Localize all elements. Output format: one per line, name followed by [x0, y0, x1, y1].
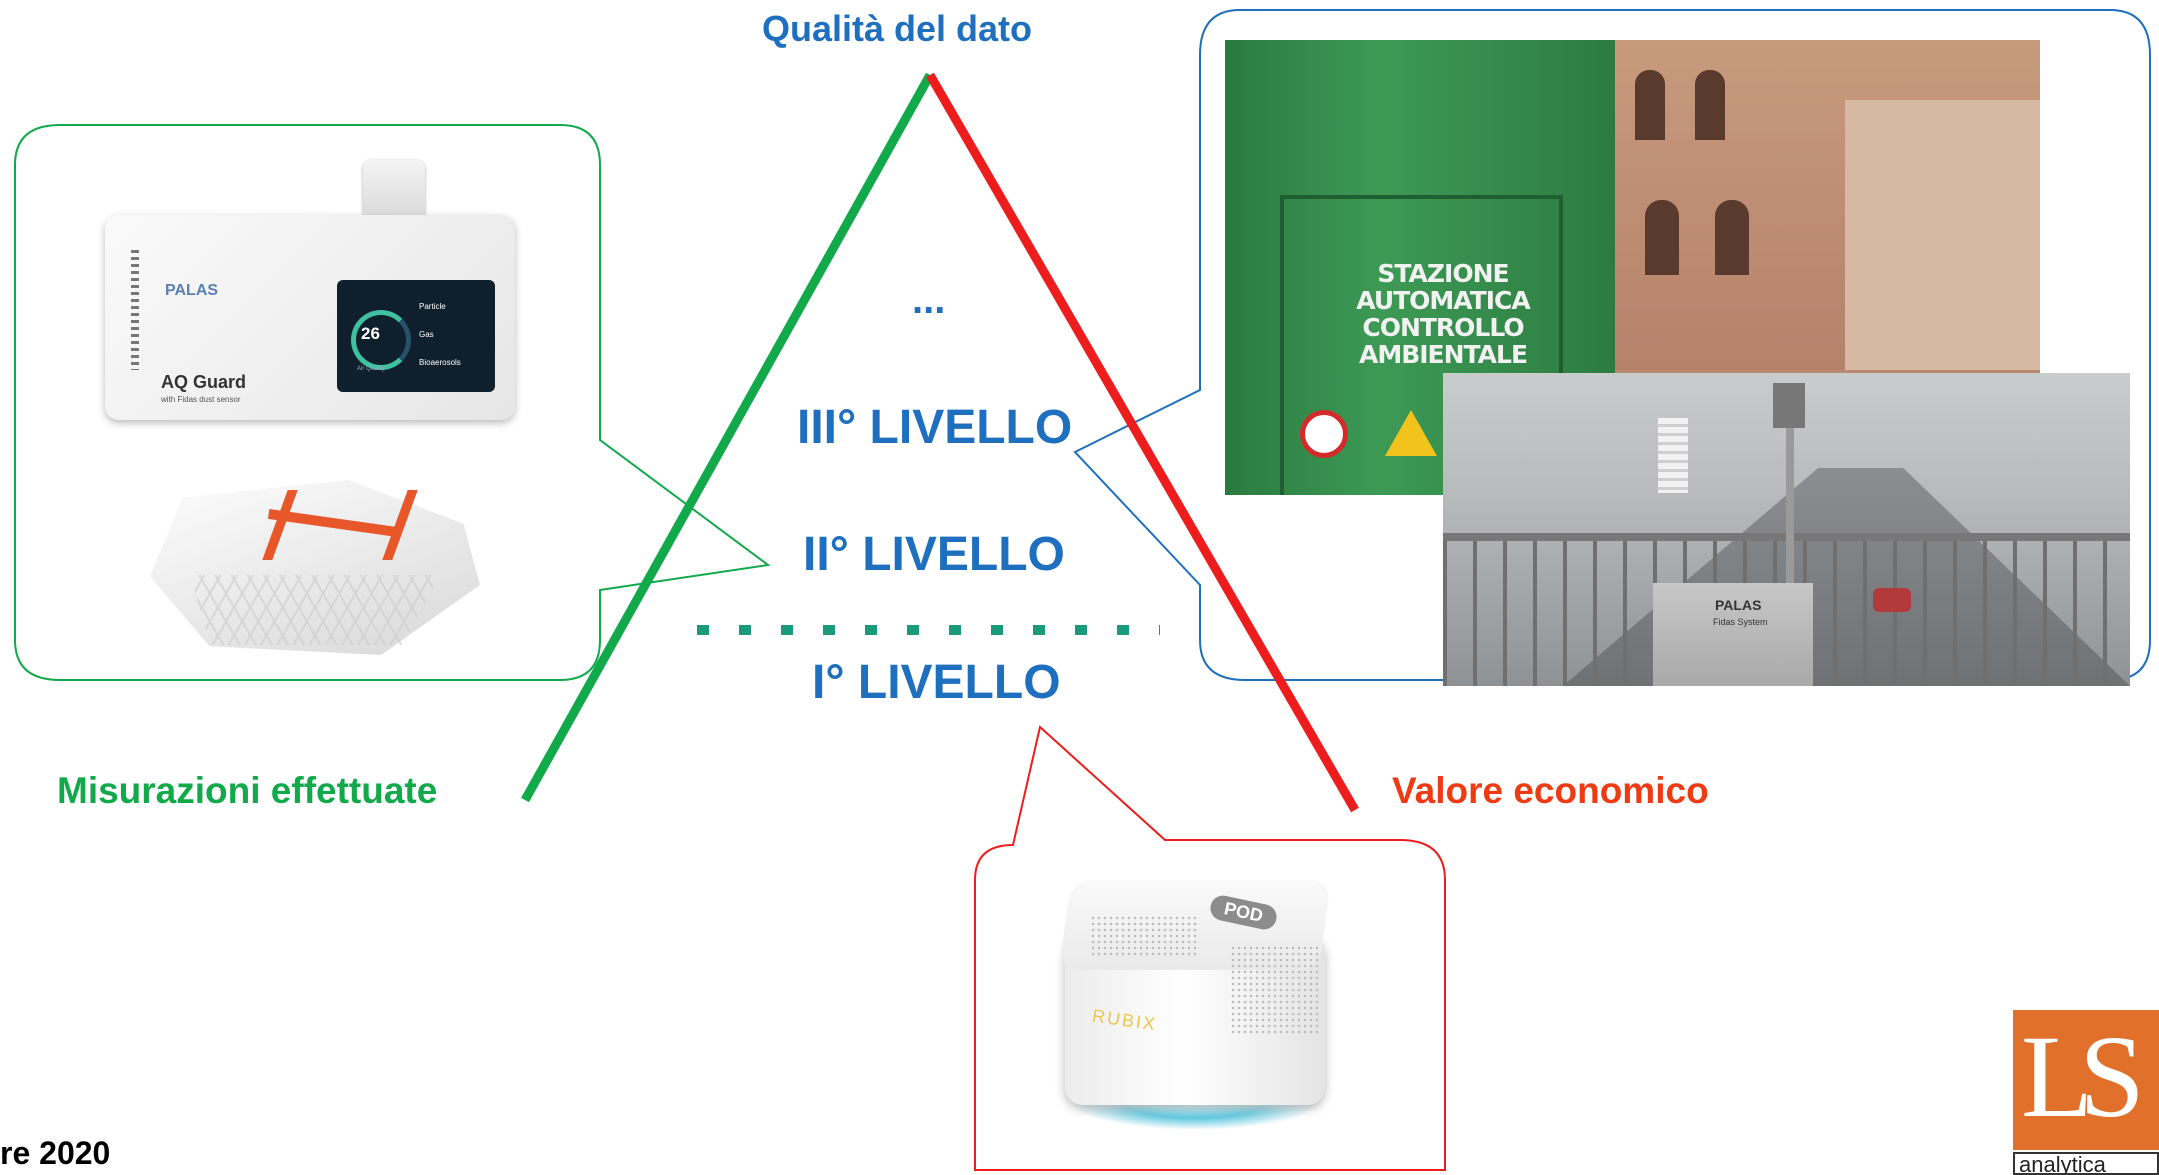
level-2-label: II° LIVELLO [803, 528, 1065, 581]
station-sign-line4: AMBIENTALE [1358, 340, 1528, 369]
ls-analytica-logo: LS analytica [2013, 1010, 2159, 1175]
aq-guard-device: PALAS AQ Guard with Fidas dust sensor 26… [105, 160, 515, 420]
warning-sign-icon [1385, 410, 1437, 456]
ls-logo-mark: LS [2021, 1011, 2145, 1142]
ls-logo-sub: analytica [2013, 1152, 2159, 1175]
fidas-cabinet-brand: PALAS [1715, 597, 1762, 613]
levels-ellipsis: ... [912, 278, 946, 322]
hexagon-sensor-device [150, 480, 480, 655]
aq-guard-screen-caption: Air Quality [357, 366, 385, 372]
aq-guard-screen-section1: Particle [419, 302, 446, 311]
station-sign: STAZIONE AUTOMATICA CONTROLLO AMBIENTALE [1343, 260, 1543, 368]
green-side-line [521, 72, 934, 803]
aq-guard-screen: 26 Air Quality Particle Gas Bioaerosols [337, 280, 495, 392]
aq-guard-screen-value: 26 [361, 324, 380, 343]
pod-device: POD RUBIX [1050, 875, 1340, 1150]
station-sign-line2: AUTOMATICA [1356, 286, 1531, 315]
aq-guard-name: AQ Guard [161, 372, 247, 392]
right-callout-outline [1073, 9, 2151, 681]
station-sign-line1: STAZIONE [1377, 259, 1509, 288]
aq-guard-brand: PALAS [165, 282, 219, 299]
aq-guard-screen-section2: Gas [419, 330, 434, 339]
left-label: Misurazioni effettuate [57, 770, 438, 811]
top-label: Qualità del dato [762, 8, 1033, 49]
fidas-cabinet-model: Fidas System [1713, 617, 1768, 627]
right-label: Valore economico [1392, 770, 1709, 811]
fidas-cabinet: PALAS Fidas System [1653, 583, 1813, 686]
aq-guard-subtitle: with Fidas dust sensor [161, 395, 241, 404]
station-photo: STAZIONE AUTOMATICA CONTROLLO AMBIENTALE [1225, 40, 2040, 495]
highway-photo: PALAS Fidas System [1443, 373, 2130, 686]
station-sign-line3: CONTROLLO [1362, 313, 1524, 342]
footer-text: re 2020 [0, 1135, 111, 1171]
bottom-callout-outline [974, 725, 1446, 1171]
red-side-line [926, 72, 1359, 813]
prohibition-sign-icon [1300, 410, 1348, 458]
level-3-label: III° LIVELLO [797, 401, 1073, 454]
left-callout-outline [14, 124, 771, 681]
aq-guard-screen-section3: Bioaerosols [419, 358, 461, 367]
level-1-label: I° LIVELLO [812, 656, 1061, 709]
